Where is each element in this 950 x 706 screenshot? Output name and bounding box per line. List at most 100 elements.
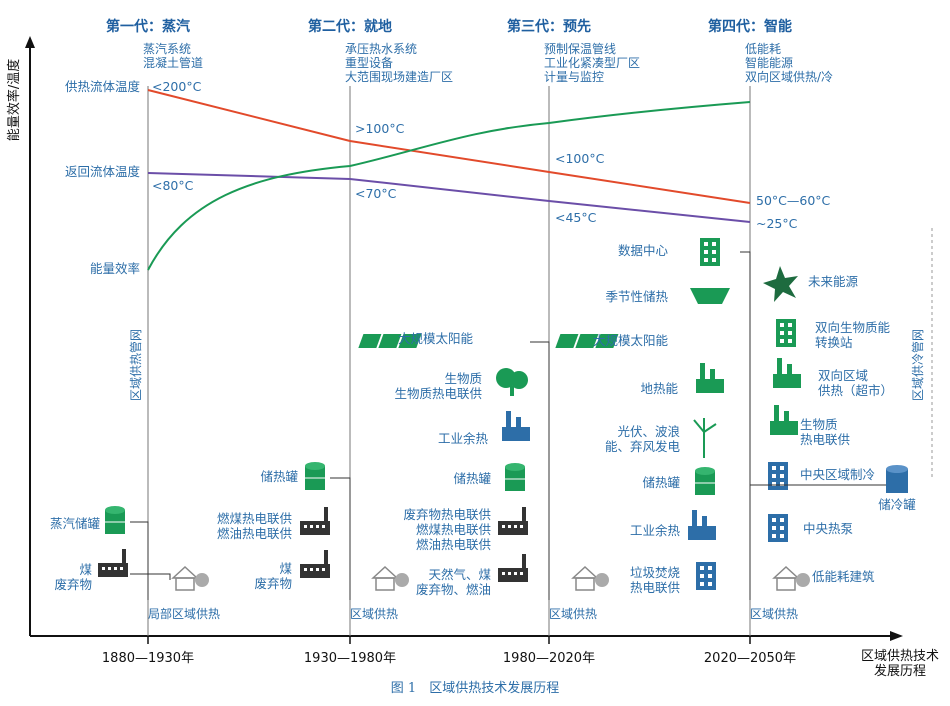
building-window: [780, 474, 784, 478]
data-center-icon: [700, 238, 720, 266]
generation-features: 蒸汽系统混凝土管道: [143, 41, 203, 70]
building-window: [780, 534, 784, 538]
supply-temp-label: <200°C: [152, 79, 202, 94]
connector: [330, 477, 351, 600]
plant-window: [520, 525, 523, 528]
network-label-cooling: 区域供冷管网: [910, 329, 925, 401]
plant-window: [114, 567, 117, 570]
plant-window: [120, 567, 123, 570]
bio-conversion-icon: [776, 319, 796, 347]
building-body: [768, 462, 788, 490]
building-window: [708, 574, 712, 578]
left-series-label: 能量效率: [90, 261, 140, 276]
generation-features: 低能耗智能能源双向区域供热/冷: [745, 42, 833, 84]
biomass-tree-icon: [496, 368, 528, 396]
steam-tank-icon: [105, 506, 125, 534]
gen4-left-item: 大规模太阳能: [593, 333, 669, 348]
building-body: [696, 562, 716, 590]
gen3-item: 生物质生物质热电联供: [394, 371, 482, 401]
building-window: [780, 518, 784, 522]
solar-panel: [378, 334, 402, 348]
plant-body: [300, 564, 330, 578]
series-line-supply-temp: [147, 89, 751, 204]
gen4-bottom-label: 区域供热: [750, 607, 798, 621]
house-tree: [395, 573, 409, 587]
cold-tank-icon: [886, 469, 908, 493]
building-window: [708, 566, 712, 570]
gen1-bottom-label: 局部区域供热: [148, 606, 220, 621]
house-tree: [195, 573, 209, 587]
factory-stack2: [710, 369, 715, 379]
future-energy-star-icon: [763, 266, 798, 302]
gen3-item: 天然气、煤废弃物、燃油: [416, 567, 492, 597]
return-temp-label: ~25°C: [756, 216, 798, 231]
industry-icon: [502, 411, 530, 441]
figure-caption: 图 1 区域供热技术发展历程: [391, 680, 559, 696]
connector: [130, 521, 149, 600]
connector: [530, 341, 550, 600]
cold-tank-top: [886, 465, 908, 473]
low-energy-house-icon: [772, 565, 810, 591]
gen4-left-item: 储热罐: [642, 475, 680, 490]
gen4-left-item: 光伏、波浪能、弃风发电: [605, 424, 681, 454]
factory-body: [770, 421, 798, 435]
building-window: [700, 574, 704, 578]
heat-pump-icon: [768, 514, 788, 542]
gen4-left-item: 数据中心: [618, 243, 669, 258]
building-window: [772, 518, 776, 522]
return-temp-label: <45°C: [555, 210, 597, 225]
building-window: [788, 323, 792, 327]
house-icon: [171, 565, 209, 591]
supply-temp-label: <100°C: [555, 151, 605, 166]
plant-window: [508, 525, 511, 528]
left-series-label: 供热流体温度: [65, 79, 141, 94]
house-icon: [571, 565, 609, 591]
factory-stack: [774, 405, 779, 421]
building-window: [704, 250, 708, 254]
plant-window: [316, 525, 319, 528]
building-body: [768, 514, 788, 542]
gen4-right-item: 低能耗建筑: [812, 569, 875, 584]
building-window: [780, 323, 784, 327]
factory-stack: [700, 363, 705, 379]
solar-panel: [555, 334, 579, 348]
left-series-label: 返回流体温度: [65, 164, 141, 179]
factory-stack: [777, 358, 782, 374]
gen3-item: 储热罐: [453, 471, 491, 486]
building-window: [780, 331, 784, 335]
plant-body: [498, 568, 528, 582]
house-wall: [776, 577, 796, 591]
plant-window: [322, 568, 325, 571]
solar-icon: [358, 334, 422, 348]
generation-features: 预制保温管线工业化紧凑型厂区计量与监控: [544, 41, 640, 84]
connector: [130, 573, 171, 580]
geothermal-icon: [696, 363, 724, 393]
building-window: [772, 466, 776, 470]
gen2-bottom-label: 区域供热: [350, 607, 398, 621]
plant-body: [300, 521, 330, 535]
building-window: [780, 482, 784, 486]
factory-stack2: [784, 411, 789, 421]
plant-window: [108, 567, 111, 570]
solar-panel: [398, 334, 422, 348]
factory-stack: [692, 510, 697, 526]
x-tick-label: 1930—1980年: [304, 651, 396, 666]
plant-stack: [522, 507, 526, 521]
gen4-right-item: 中央区域制冷: [800, 467, 875, 482]
gen4-right-item: 生物质热电联供: [800, 417, 850, 447]
house-icon: [371, 565, 409, 591]
x-axis-arrow: [890, 631, 903, 641]
chp-plant-icon: [498, 507, 528, 535]
plant-stack: [324, 550, 328, 564]
building-window: [708, 582, 712, 586]
tank-top: [305, 462, 325, 470]
factory-body: [688, 526, 716, 540]
fuel-plant-icon: [498, 554, 528, 582]
plant-window: [514, 572, 517, 575]
building-window: [712, 258, 716, 262]
house-roof: [772, 565, 800, 579]
x-axis-label: 区域供热技术发展历程: [861, 649, 939, 679]
gen4-left-item: 工业余热: [630, 523, 681, 538]
house-tree: [796, 573, 810, 587]
building-window: [772, 526, 776, 530]
